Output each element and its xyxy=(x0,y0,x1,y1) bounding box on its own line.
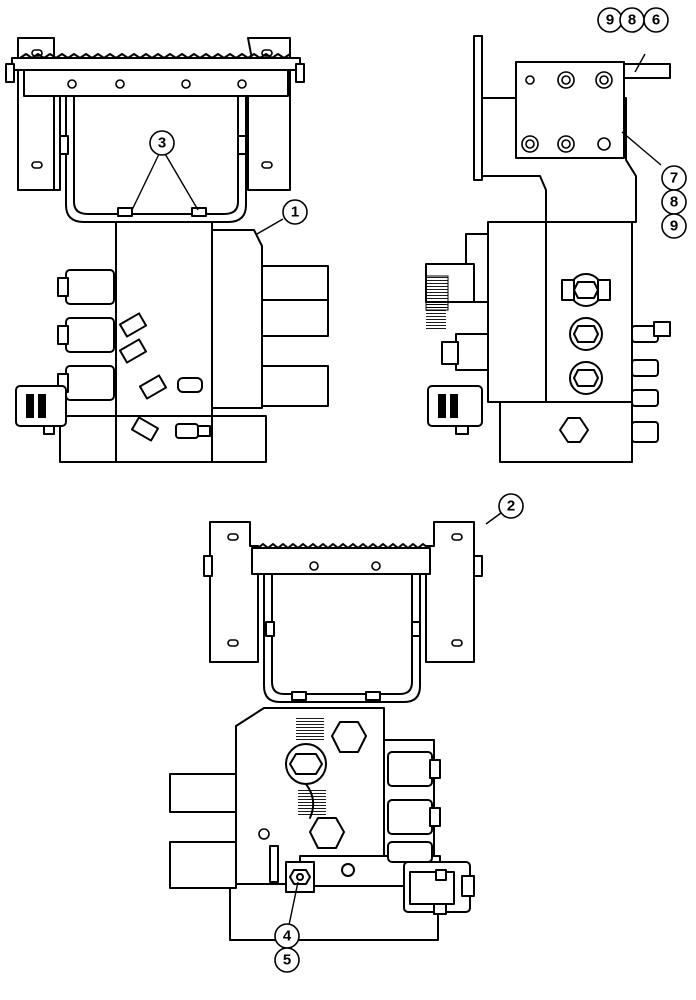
callout-4: 4 xyxy=(274,923,300,949)
rear-connector xyxy=(403,861,475,915)
side-fittings xyxy=(631,321,671,443)
callout-3: 3 xyxy=(149,130,175,156)
hanging-bracket xyxy=(59,95,247,223)
side-nuts xyxy=(559,273,611,443)
svg-text:5: 5 xyxy=(283,952,291,969)
solenoid-1 xyxy=(57,269,115,305)
electrical-connector xyxy=(15,385,67,435)
svg-text:4: 4 xyxy=(283,928,292,945)
callout-9-side: 9 xyxy=(661,213,687,239)
rear-valve-body xyxy=(169,707,441,941)
rear-hanging-bracket xyxy=(263,573,421,703)
rear-bracket-left xyxy=(209,521,259,663)
bolt-and-washer xyxy=(269,845,315,893)
svg-text:7: 7 xyxy=(670,170,678,187)
svg-text:8: 8 xyxy=(670,194,678,211)
solenoid-2 xyxy=(57,317,115,353)
svg-text:9: 9 xyxy=(670,218,678,235)
svg-text:2: 2 xyxy=(507,498,515,515)
svg-text:3: 3 xyxy=(158,135,166,152)
valve-mount-plate xyxy=(515,61,671,159)
rear-step-plate xyxy=(203,543,483,577)
callout-8-top: 8 xyxy=(619,7,645,33)
rear-view-assembly xyxy=(169,521,483,941)
svg-text:6: 6 xyxy=(652,12,660,29)
callout-8-side: 8 xyxy=(661,189,687,215)
rear-bracket-right xyxy=(425,521,475,663)
svg-text:9: 9 xyxy=(606,12,614,29)
callout-1: 1 xyxy=(282,199,308,225)
side-connector xyxy=(427,385,483,435)
side-view-assembly xyxy=(425,35,671,463)
callout-9-top: 9 xyxy=(597,7,623,33)
callout-6: 6 xyxy=(643,7,669,33)
step-plate xyxy=(5,53,305,97)
rear-solenoids xyxy=(387,751,441,863)
svg-text:1: 1 xyxy=(291,204,299,221)
fittings xyxy=(118,312,211,442)
front-view-assembly xyxy=(5,37,329,463)
callout-2: 2 xyxy=(498,493,524,519)
valve-body xyxy=(59,221,329,463)
callout-7: 7 xyxy=(661,165,687,191)
callout-5: 5 xyxy=(274,947,300,973)
svg-text:8: 8 xyxy=(628,12,636,29)
